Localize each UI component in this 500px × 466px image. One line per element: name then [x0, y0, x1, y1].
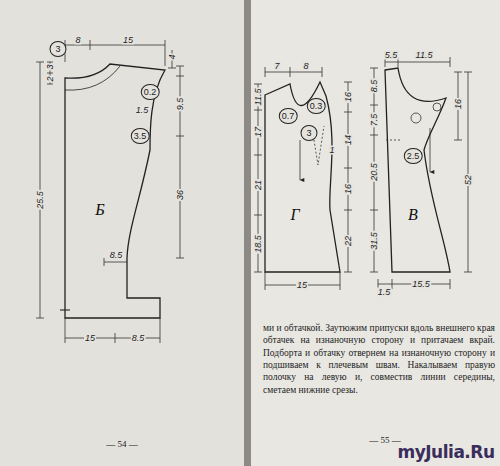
page-number: — 54 — — [105, 439, 139, 449]
outline-path — [385, 68, 450, 272]
callout-number: 0.7 — [279, 108, 298, 124]
dimension-label: 5.5 — [384, 51, 399, 60]
outline-path — [265, 82, 340, 272]
callout-number: 0.2 — [141, 84, 160, 100]
dimension-label: 9.5 — [176, 97, 185, 112]
dimension-label: 36 — [176, 189, 185, 201]
dimension-label: 52 — [464, 174, 473, 186]
dimension-label: 8 — [74, 36, 81, 45]
dimension-label: 15 — [122, 36, 134, 45]
watermark: myJulia.Ru — [397, 442, 496, 462]
dimension-label: 17 — [254, 126, 263, 138]
dimension-label: 1.5 — [135, 106, 150, 115]
dimension-label: 8.5 — [131, 334, 146, 343]
dimension-label: 1 — [328, 146, 335, 155]
facing-line — [65, 66, 120, 90]
dimension-label: 3 — [46, 63, 55, 70]
dimension-label: 1.5 — [377, 288, 392, 297]
dimension-label: 7.5 — [370, 113, 379, 128]
callout-number: 3.5 — [131, 128, 150, 144]
dimension-label: 15 — [296, 281, 308, 290]
piece-letter: Б — [95, 202, 104, 218]
dimension-label: 11.5 — [415, 51, 434, 60]
book-gutter — [244, 0, 251, 466]
dimension-label: 8 — [302, 62, 309, 71]
dimension-label: 31.5 — [370, 231, 379, 251]
dimension-lines — [36, 40, 472, 343]
piece-outline — [262, 78, 344, 276]
dimension-label: 15.5 — [411, 280, 431, 289]
dimension-label: 16 — [344, 91, 353, 103]
body-text: ми и обтачкой. Заутюжим припуски вдоль в… — [263, 322, 495, 396]
callout-number: 3 — [301, 125, 318, 141]
piece-outline — [382, 66, 452, 274]
dimension-label: 21 — [254, 179, 263, 191]
dimension-label: 25.5 — [36, 190, 45, 210]
dimension-label: 7 — [273, 62, 280, 71]
dimension-label: 2 — [46, 75, 55, 82]
callout-number: 2.5 — [404, 148, 423, 164]
callout-number: 3 — [50, 41, 67, 57]
right-page — [250, 0, 500, 466]
dimension-label: 4 — [168, 53, 177, 60]
dimension-label: 8.5 — [109, 251, 124, 260]
dimension-label: 16 — [454, 98, 463, 110]
page-number: — 55 — — [368, 435, 402, 445]
piece-letter: В — [408, 207, 418, 223]
dimension-label: 15 — [84, 334, 96, 343]
dimension-label: 11.5 — [254, 88, 263, 107]
dimension-label: 20.5 — [370, 162, 379, 182]
outline-path — [65, 64, 165, 318]
pattern-piece: В — [382, 66, 452, 274]
dimension-label: 16 — [344, 183, 353, 195]
dimension-label: 14 — [344, 134, 353, 146]
callout-number: 0.3 — [307, 98, 326, 114]
left-page — [0, 0, 246, 466]
piece-letter: Г — [290, 207, 299, 223]
dimension-label: 18.5 — [254, 234, 263, 254]
dimension-label: 22 — [344, 235, 353, 247]
pattern-piece: Г — [262, 78, 344, 276]
dimension-label: 8.5 — [370, 79, 379, 94]
